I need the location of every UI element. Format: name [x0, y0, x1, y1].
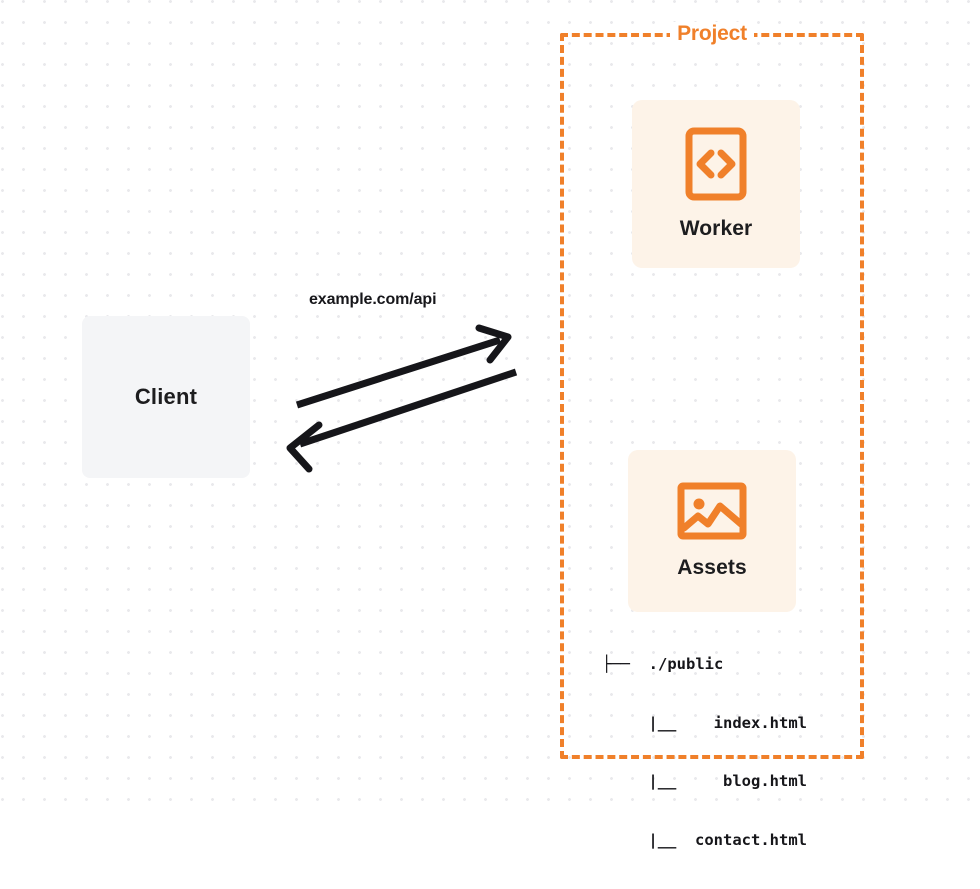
- code-brackets-icon: [685, 127, 747, 201]
- assets-file-tree: ├── ./public |__ index.html |__ blog.htm…: [602, 616, 807, 889]
- architecture-diagram: Client example.com/api Project Worker: [0, 0, 980, 849]
- client-node[interactable]: Client: [82, 316, 250, 478]
- image-icon: [677, 482, 747, 540]
- edge-label-url: example.com/api: [309, 291, 437, 308]
- request-arrow-head: [475, 324, 512, 364]
- file-tree-row-root: ├── ./public: [602, 655, 724, 673]
- request-arrow-line: [295, 336, 502, 409]
- response-arrow-line: [298, 368, 518, 448]
- response-arrow-head: [286, 421, 323, 473]
- file-tree-row: |__ blog.html: [648, 772, 807, 790]
- worker-card[interactable]: Worker: [632, 100, 800, 268]
- file-tree-row: |__ index.html: [648, 713, 807, 732]
- file-tree-row: |__ contact.html: [648, 830, 807, 849]
- assets-card[interactable]: Assets: [628, 450, 796, 612]
- assets-card-label: Assets: [677, 556, 747, 579]
- client-label: Client: [134, 384, 198, 409]
- worker-card-label: Worker: [679, 217, 753, 240]
